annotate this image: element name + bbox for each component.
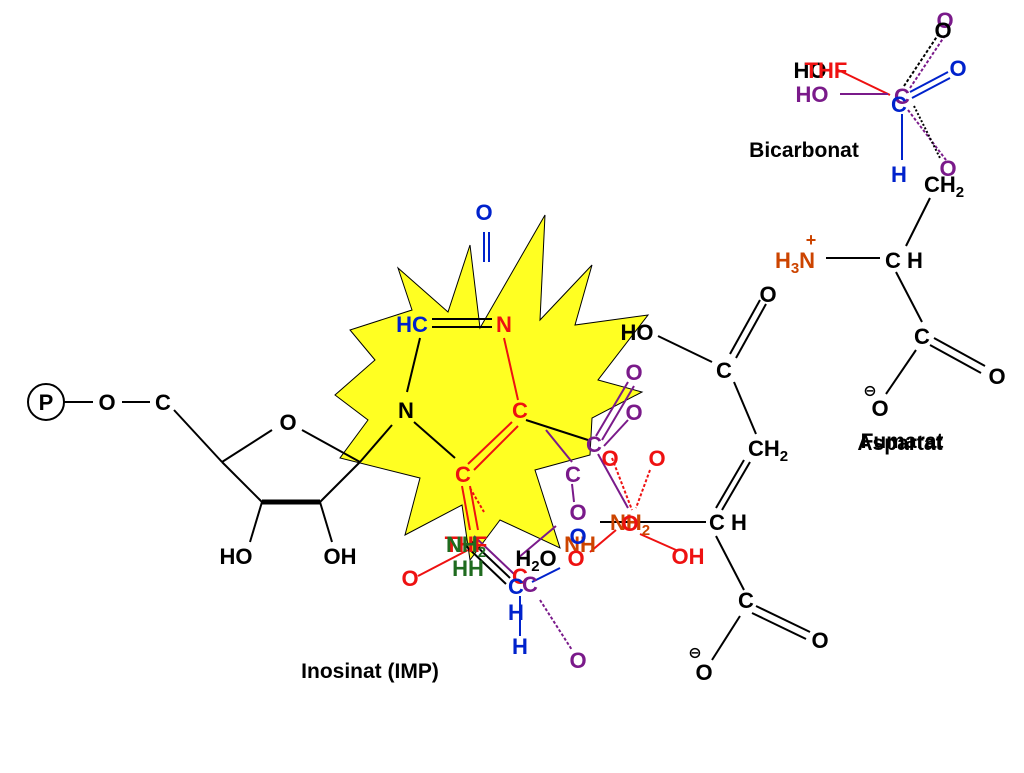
caption-aspartat: Aspartat [857, 432, 942, 455]
bicarb-o-bottom: O [939, 156, 956, 181]
imp-ring-bonds [406, 232, 589, 531]
cluster-bonds [417, 381, 677, 651]
fum-o-minus: O [695, 660, 712, 685]
ring-hc-label: HC [396, 312, 428, 337]
cluster-h-blue-1: H [508, 600, 524, 625]
cluster-c-purple-1: C [586, 432, 602, 457]
c5-label: C [155, 390, 171, 415]
bicarb-o-top-purple: O [936, 8, 953, 33]
cluster-h2o: H2O [515, 546, 556, 575]
asp-o: O [988, 364, 1005, 389]
cluster-c-purple-3: C [522, 572, 538, 597]
fumarate-bonds [600, 299, 811, 661]
phosphate-label: P [39, 390, 54, 415]
caption-bicarbonat: Bicarbonat [749, 139, 859, 162]
cluster-o-purple-3: O [569, 500, 586, 525]
cluster-o-red-2: O [648, 446, 665, 471]
fum-c-top: C [716, 358, 732, 383]
cluster-o-blue: O [569, 524, 586, 549]
fum-o-top: O [759, 282, 776, 307]
asp-h3n: H3N [775, 248, 815, 277]
fum-minus: ⊖ [688, 645, 701, 662]
ribose-phosphate-group [27, 383, 393, 543]
fum-o-right: O [811, 628, 828, 653]
cluster-c-blue: C [508, 574, 524, 599]
aspartate-labels: CH2 + H3N C H C O ⊖ O [775, 172, 1006, 421]
asp-ch: C H [885, 248, 923, 273]
asp-c: C [914, 324, 930, 349]
cluster-nh-orange: NH [564, 532, 596, 557]
ho-label: HO [220, 544, 253, 569]
caption-fumarat: Fumarat [861, 430, 944, 453]
cluster-labels: O O C O O C O NH2 O NH O OH O THF NH2 HH… [401, 360, 704, 673]
cluster-o-red-1: O [601, 446, 618, 471]
bicarb-o-top-black: O [934, 18, 951, 43]
cluster-nh2-green: NH2 [446, 532, 486, 561]
bicarb-ho-purple: HO [796, 82, 829, 107]
bicarbonate-bonds [835, 31, 951, 161]
imp-ring-labels: O HC N N C C [396, 200, 528, 487]
asp-ch2: CH2 [924, 172, 964, 201]
ribose-labels: P O C O HO OH [39, 390, 357, 569]
cluster-c-red: C [512, 564, 528, 589]
bicarb-h: H [891, 162, 907, 187]
cluster-o-purple-4: O [569, 648, 586, 673]
bicarbonate-labels: O O HO THF O HO C C H O [794, 8, 967, 187]
cluster-thf-red: THF [445, 532, 488, 557]
asp-minus: ⊖ [863, 383, 876, 400]
cluster-o-red-4: O [401, 566, 418, 591]
ring-n-left: N [398, 398, 414, 423]
ring-top-oxygen: O [475, 200, 492, 225]
cluster-h-blue-2: H [512, 634, 528, 659]
ring-n-top: N [496, 312, 512, 337]
caption-inosinat: Inosinat (IMP) [301, 660, 439, 683]
cluster-o-red-3: O [567, 546, 584, 571]
fum-ch: C H [709, 510, 747, 535]
cluster-nh2-orange: NH2 [610, 510, 650, 539]
fum-ch2: CH2 [748, 436, 788, 465]
cluster-o-purple-2: O [625, 400, 642, 425]
cluster-o-purple-1: O [625, 360, 642, 385]
cluster-h-green: HH [452, 556, 484, 581]
fum-ho: HO [621, 320, 654, 345]
bicarb-thf: THF [805, 58, 848, 83]
highlight-starburst [334, 214, 650, 562]
cluster-c-purple-2: C [565, 462, 581, 487]
bicarb-c-purple: C [894, 84, 910, 109]
bicarb-o-right: O [949, 56, 966, 81]
ring-c-bottom: C [455, 462, 471, 487]
bicarb-ho-black: HO [794, 58, 827, 83]
asp-plus-charge: + [806, 230, 817, 250]
aspartate-bonds [826, 197, 986, 395]
ring-c-right: C [512, 398, 528, 423]
cluster-o-red-center: O [621, 511, 638, 536]
fum-c-bottom: C [738, 588, 754, 613]
o-link-label: O [98, 390, 115, 415]
ring-oxygen-label: O [279, 410, 296, 435]
bicarb-c-blue: C [891, 92, 907, 117]
cluster-oh-red: OH [672, 544, 705, 569]
asp-o-minus: O [871, 396, 888, 421]
fumarate-labels: O HO C CH2 C H C O ⊖ O [621, 282, 829, 685]
oh-label: OH [324, 544, 357, 569]
